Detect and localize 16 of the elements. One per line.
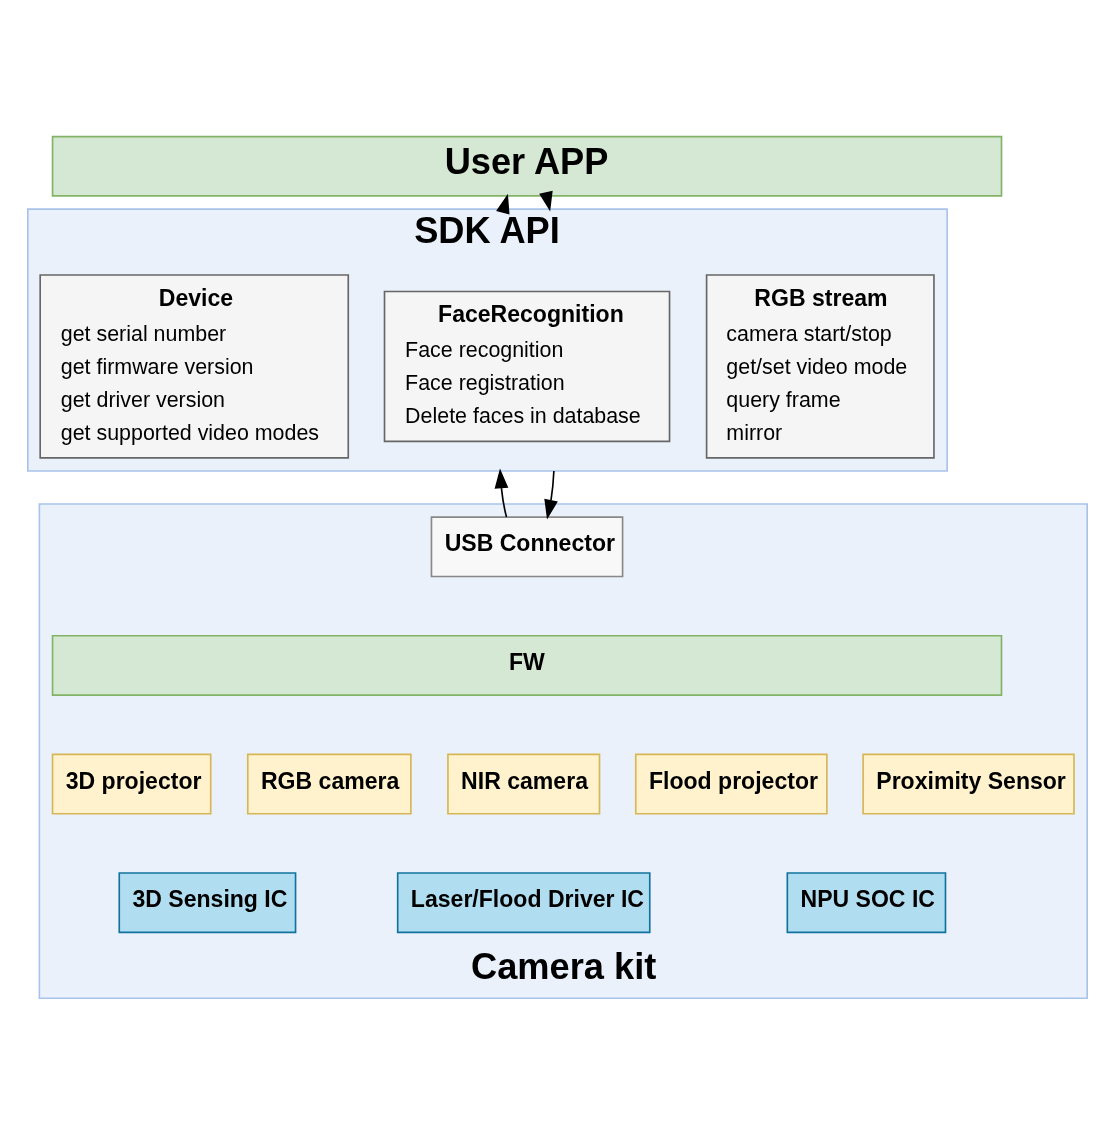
node-box: FaceRecognition Face recognition Face registration Delete faces in database xyxy=(383,290,671,443)
node-box: Device get serial number get firmware version get driver version get supported video modes xyxy=(39,274,350,459)
node-box: Proximity Sensor xyxy=(862,753,1075,815)
node-box: FW xyxy=(51,634,1003,696)
node-box: RGB stream camera start/stop get/set video mode query frame mirror xyxy=(705,274,935,459)
node-box: Flood projector xyxy=(634,753,828,815)
node-box: NIR camera xyxy=(447,753,601,815)
node-box: NPU SOC IC xyxy=(786,872,947,934)
node-box: RGB camera xyxy=(246,753,412,815)
arrow xyxy=(539,190,553,212)
node-box: USB Connector xyxy=(430,516,624,578)
node-box: 3D projector xyxy=(51,753,212,815)
arrow xyxy=(494,468,509,518)
node-box: Laser/Flood Driver IC xyxy=(396,872,651,934)
arrow xyxy=(544,470,558,520)
node-box: 3D Sensing IC xyxy=(118,872,297,934)
